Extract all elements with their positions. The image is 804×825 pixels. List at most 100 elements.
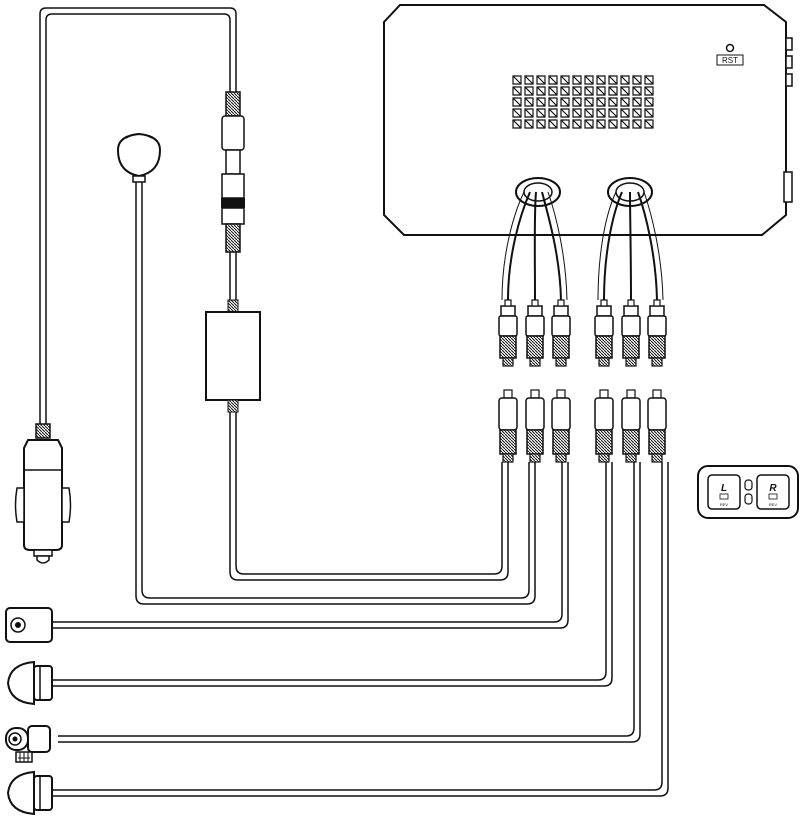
power-converter-box xyxy=(205,299,261,413)
left-signal-letter: L xyxy=(721,483,727,494)
rca-plug-lower xyxy=(551,389,571,463)
dome-camera-1 xyxy=(6,660,53,706)
rca-connector-stack xyxy=(498,299,667,463)
vent-slot xyxy=(644,86,654,96)
vent-slot xyxy=(572,108,582,118)
vent-slot xyxy=(548,86,558,96)
vent-slot xyxy=(596,108,606,118)
vent-slot xyxy=(524,97,534,107)
cable-fan-left xyxy=(501,191,568,301)
vent-grille xyxy=(512,75,654,129)
vent-slot xyxy=(572,86,582,96)
vent-slot xyxy=(572,97,582,107)
vent-slot xyxy=(548,75,558,85)
left-signal-button[interactable] xyxy=(707,474,741,510)
right-signal-arrow xyxy=(768,493,778,500)
vent-slot xyxy=(620,86,630,96)
vent-slot xyxy=(632,86,642,96)
reset-button-hole[interactable] xyxy=(725,43,735,53)
vent-slot xyxy=(644,108,654,118)
rca-plug-upper xyxy=(594,299,614,367)
rca-plug-lower xyxy=(498,389,518,463)
vent-slot xyxy=(608,97,618,107)
reset-button-label: RST xyxy=(722,56,738,65)
rca-plug-upper xyxy=(498,299,518,367)
vent-slot xyxy=(596,97,606,107)
right-signal-letter: R xyxy=(769,483,777,494)
vent-slot xyxy=(536,97,546,107)
vent-slot xyxy=(608,75,618,85)
vent-slot xyxy=(512,97,522,107)
rca-plug-upper xyxy=(525,299,545,367)
rca-plug-lower xyxy=(594,389,614,463)
turn-signal-panel: L REV R REV xyxy=(697,465,799,519)
side-slot xyxy=(783,171,793,203)
vent-slot xyxy=(632,108,642,118)
dome-camera-2 xyxy=(6,770,53,816)
side-port-3 xyxy=(785,73,793,87)
vent-slot xyxy=(512,86,522,96)
sensor-module xyxy=(5,607,53,643)
vent-slot xyxy=(548,97,558,107)
vent-slot xyxy=(596,119,606,129)
vent-slot xyxy=(572,119,582,129)
vent-slot xyxy=(632,97,642,107)
vent-slot xyxy=(524,119,534,129)
wire-runs xyxy=(39,7,669,797)
vent-slot xyxy=(644,119,654,129)
rca-plug-lower xyxy=(647,389,667,463)
rca-plug-upper xyxy=(551,299,571,367)
vent-slot xyxy=(512,108,522,118)
vent-slot xyxy=(632,119,642,129)
vent-slot xyxy=(608,86,618,96)
vent-slot xyxy=(524,75,534,85)
vent-slot xyxy=(524,108,534,118)
vent-slot xyxy=(632,75,642,85)
vent-slot xyxy=(644,75,654,85)
cable-grommet-left xyxy=(515,177,561,207)
round-ceiling-camera xyxy=(116,132,162,183)
vent-slot xyxy=(620,108,630,118)
right-signal-sub: REV xyxy=(769,502,778,507)
cable-fan-right xyxy=(597,191,664,301)
vent-slot xyxy=(536,108,546,118)
vent-slot xyxy=(608,119,618,129)
reset-label-box xyxy=(716,54,744,66)
vent-slot xyxy=(596,86,606,96)
right-signal-button[interactable] xyxy=(756,474,790,510)
left-signal-sub: REV xyxy=(720,502,729,507)
power-inline-connector xyxy=(221,91,245,253)
rca-plug-lower xyxy=(621,389,641,463)
vent-slot xyxy=(560,97,570,107)
reset-button[interactable]: RST xyxy=(716,43,744,66)
vent-slot xyxy=(560,86,570,96)
vent-slot xyxy=(584,86,594,96)
vent-slot xyxy=(584,119,594,129)
vent-slot xyxy=(536,119,546,129)
vent-slot xyxy=(620,75,630,85)
side-port-2 xyxy=(785,55,793,69)
rca-plug-lower xyxy=(525,389,545,463)
vent-slot xyxy=(548,108,558,118)
vent-slot xyxy=(512,119,522,129)
rca-plug-upper xyxy=(621,299,641,367)
vent-slot xyxy=(512,75,522,85)
vent-slot xyxy=(584,75,594,85)
vent-slot xyxy=(596,75,606,85)
cigarette-lighter-plug xyxy=(14,423,72,564)
left-signal-arrow xyxy=(719,493,729,500)
vent-slot xyxy=(548,119,558,129)
vent-slot xyxy=(560,108,570,118)
vent-slot xyxy=(584,97,594,107)
vent-slot xyxy=(560,119,570,129)
vent-slot xyxy=(620,119,630,129)
bullet-camera xyxy=(5,725,51,763)
vent-slot xyxy=(608,108,618,118)
rca-plug-upper xyxy=(647,299,667,367)
vent-slot xyxy=(620,97,630,107)
vent-slot xyxy=(536,86,546,96)
indicator-led-bottom xyxy=(744,493,753,505)
side-port-1 xyxy=(785,37,793,51)
indicator-led-top xyxy=(744,479,753,491)
